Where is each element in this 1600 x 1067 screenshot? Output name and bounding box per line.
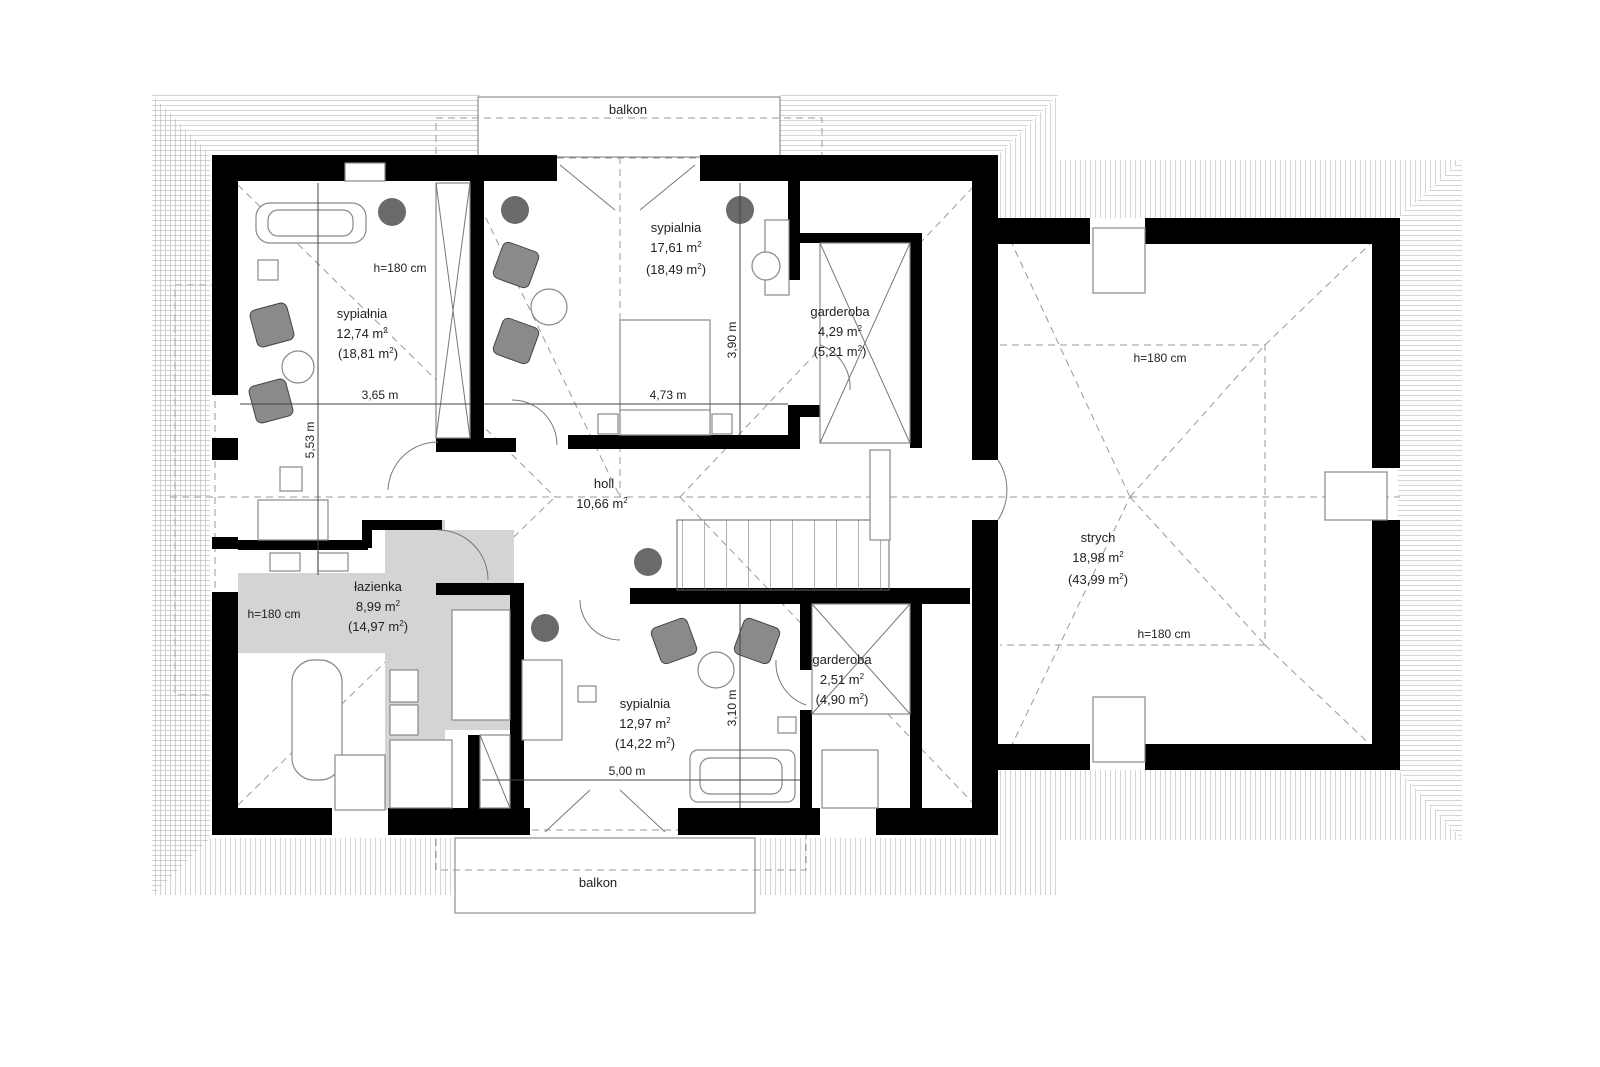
lazienka-height: h=180 cm	[247, 607, 300, 621]
sypialnia-nw-height: h=180 cm	[373, 261, 426, 275]
dim-s-height: 3,10 m	[725, 690, 739, 727]
garderoba-s-name: garderoba	[812, 652, 872, 667]
lazienka-area-total: (14,97 m2)	[348, 619, 408, 634]
sypialnia-s-name: sypialnia	[620, 696, 671, 711]
balcony-south-label: balkon	[579, 875, 617, 890]
balcony-north-label: balkon	[609, 102, 647, 117]
sypialnia-s-area-total: (14,22 m2)	[615, 736, 675, 751]
dim-s-width: 5,00 m	[609, 764, 646, 778]
strych-area: 18,98 m2	[1072, 550, 1124, 565]
sypialnia-n-name: sypialnia	[651, 220, 702, 235]
armchairs	[248, 241, 781, 665]
lazienka-name: łazienka	[354, 579, 402, 594]
walls	[212, 155, 1400, 835]
dimension-lines	[240, 183, 800, 808]
holl-area: 10,66 m2	[576, 496, 628, 511]
garderoba-n-area-total: (5,21 m2)	[814, 344, 867, 359]
room-labels: balkon balkon h=180 cm sypialnia 12,74 m…	[247, 102, 1190, 890]
garderoba-s-area: 2,51 m2	[820, 672, 865, 687]
plants	[378, 196, 754, 642]
garderoba-s-area-total: (4,90 m2)	[816, 692, 869, 707]
dimension-labels: 3,65 m 4,73 m 5,00 m 5,53 m 3,90 m 3,10 …	[303, 322, 739, 778]
dim-nw-height: 5,53 m	[303, 422, 317, 459]
balcony-south	[435, 829, 807, 914]
staircase	[676, 449, 891, 591]
strych-area-total: (43,99 m2)	[1068, 572, 1128, 587]
dim-n-height: 3,90 m	[725, 322, 739, 359]
strych-height-bottom: h=180 cm	[1137, 627, 1190, 641]
sypialnia-n-area: 17,61 m2	[650, 240, 702, 255]
strych-name: strych	[1081, 530, 1116, 545]
sypialnia-n-area-total: (18,49 m2)	[646, 262, 706, 277]
sypialnia-nw-name: sypialnia	[337, 306, 388, 321]
sypialnia-s-area: 12,97 m2	[619, 716, 671, 731]
sypialnia-nw-area: 12,74 m2	[336, 326, 388, 341]
sypialnia-nw-area-total: (18,81 m2)	[338, 346, 398, 361]
wardrobes	[435, 182, 911, 809]
holl-name: holl	[594, 476, 614, 491]
balcony-north	[435, 96, 823, 159]
door-swings	[387, 164, 1008, 833]
dim-n-width: 4,73 m	[650, 388, 687, 402]
lazienka-area: 8,99 m2	[356, 599, 401, 614]
furniture	[255, 162, 1388, 811]
garderoba-n-name: garderoba	[810, 304, 870, 319]
garderoba-n-area: 4,29 m2	[818, 324, 863, 339]
dim-nw-width: 3,65 m	[362, 388, 399, 402]
strych-height-top: h=180 cm	[1133, 351, 1186, 365]
